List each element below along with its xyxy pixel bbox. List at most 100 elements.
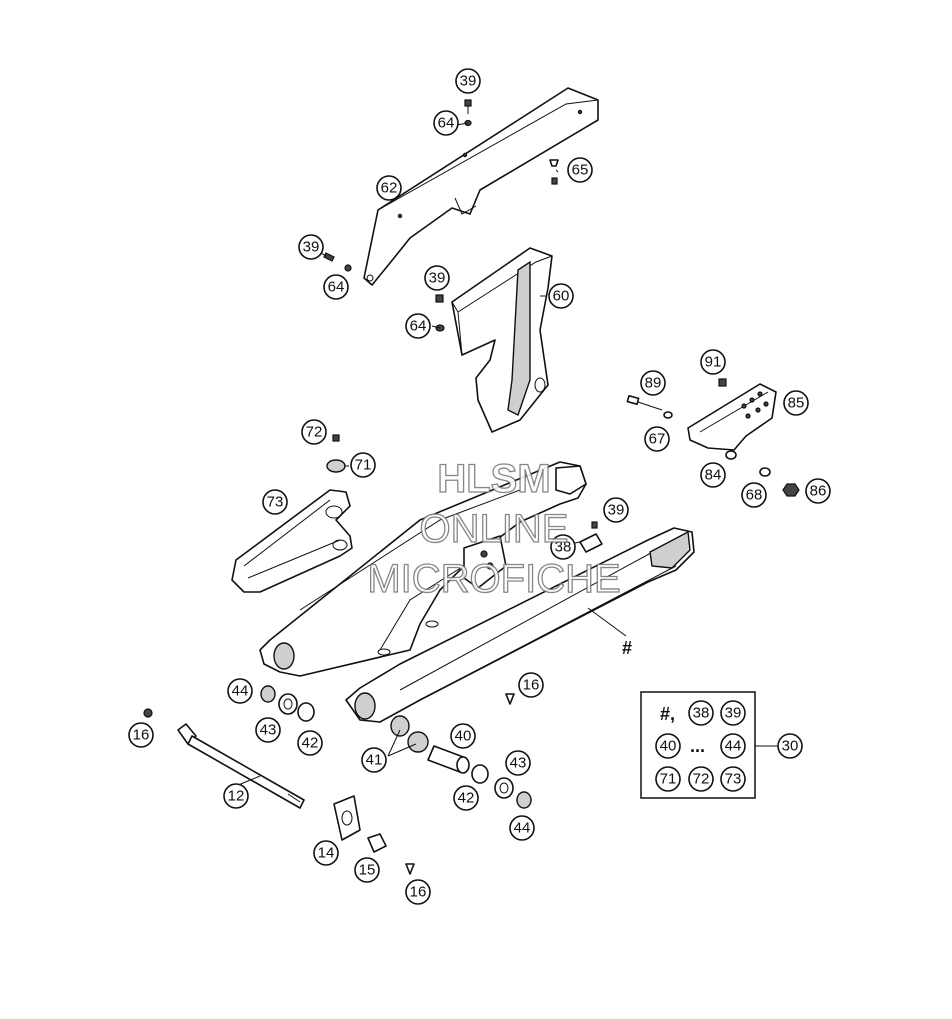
callout-label: 14	[318, 845, 335, 862]
callout-label: 12	[228, 788, 245, 805]
legend-item-71: 71	[655, 766, 681, 792]
watermark-line-1: HLSM	[437, 457, 550, 501]
callout-label: 84	[705, 467, 722, 484]
callout-label: 65	[572, 162, 589, 179]
callout-85: 85	[783, 390, 809, 416]
callout-label: 91	[705, 354, 722, 371]
grease-nipple-16-left	[143, 708, 153, 718]
watermark-line-3: MICROFICHE	[367, 557, 620, 601]
bolt-39-top	[464, 99, 472, 114]
washer-64-left	[344, 264, 352, 272]
callout-43: 43	[505, 750, 531, 776]
callout-60: 60	[548, 283, 574, 309]
legend-item-72: 72	[688, 766, 714, 792]
callout-42: 42	[453, 785, 479, 811]
chain-slider-73	[231, 489, 353, 593]
callout-89: 89	[640, 370, 666, 396]
bearing-43-left	[278, 693, 298, 715]
swingarm-main	[259, 461, 695, 723]
callout-label: 39	[460, 73, 477, 90]
callout-label: 39	[608, 502, 625, 519]
svg-text:30: 30	[782, 738, 799, 755]
callout-16: 16	[128, 722, 154, 748]
seal-44-left	[260, 685, 276, 703]
callout-38: 38	[550, 534, 576, 560]
callout-label: 62	[381, 180, 398, 197]
screw-91	[718, 378, 727, 387]
callout-12: 12	[223, 783, 249, 809]
callout-label: 60	[553, 288, 570, 305]
callout-label: 39	[429, 270, 446, 287]
legend-item-label: 40	[660, 738, 677, 755]
nut-86	[782, 483, 800, 497]
legend-item-label: 73	[725, 771, 742, 788]
callout-39: 39	[424, 265, 450, 291]
callout-label: 16	[133, 727, 150, 744]
callout-label: 85	[788, 395, 805, 412]
callout-label: 42	[302, 735, 319, 752]
callout-73: 73	[262, 489, 288, 515]
callout-65: 65	[567, 157, 593, 183]
legend-item-label: 44	[725, 738, 742, 755]
legend-item-39: 39	[720, 700, 746, 726]
legend-item-label: 38	[693, 705, 710, 722]
callout-label: 44	[232, 683, 249, 700]
callout-label: 15	[359, 862, 376, 879]
callout-label: 44	[514, 820, 531, 837]
washer-42-left	[297, 702, 315, 722]
legend-item-73: 73	[720, 766, 746, 792]
sleeve-40	[427, 745, 470, 774]
callout-16: 16	[405, 879, 431, 905]
callout-15: 15	[354, 857, 380, 883]
callout-30: 30	[777, 733, 803, 759]
legend-hash-symbol: #,	[660, 704, 675, 724]
callout-label: 64	[328, 279, 345, 296]
callout-label: 40	[455, 728, 472, 745]
callout-label: 89	[645, 375, 662, 392]
callout-41: 41	[361, 747, 387, 773]
callout-67: 67	[644, 426, 670, 452]
callout-39: 39	[603, 497, 629, 523]
callout-label: 16	[523, 677, 540, 694]
callout-16: 16	[518, 672, 544, 698]
bolt-39-left	[323, 252, 335, 262]
chain-guide-bracket-85	[687, 383, 777, 451]
callout-91: 91	[700, 349, 726, 375]
legend-items: 38 39 40 44 71 72 73	[655, 700, 746, 792]
callout-39: 39	[298, 234, 324, 260]
callout-42: 42	[297, 730, 323, 756]
callout-label: 39	[303, 239, 320, 256]
callout-86: 86	[805, 478, 831, 504]
bolt-39-mid	[435, 294, 444, 303]
callout-label: 68	[746, 487, 763, 504]
bushing-41-a	[390, 715, 410, 737]
bushing-71	[326, 459, 346, 473]
callout-label: 43	[260, 722, 277, 739]
callout-40: 40	[450, 723, 476, 749]
legend-item-label: 71	[660, 771, 677, 788]
callout-64: 64	[323, 274, 349, 300]
callout-64: 64	[405, 313, 431, 339]
screw-72	[332, 434, 340, 442]
legend-item-44: 44	[720, 733, 746, 759]
washer-67	[663, 411, 673, 419]
legend-ellipsis: ...	[690, 736, 705, 756]
legend-item-label: 72	[693, 771, 710, 788]
legend-item-label: 39	[725, 705, 742, 722]
washer-68	[759, 467, 771, 477]
callout-label: 67	[649, 431, 666, 448]
legend-item-40: 40	[655, 733, 681, 759]
callout-label: 43	[510, 755, 527, 772]
callout-64: 64	[433, 110, 459, 136]
bolt-89	[626, 395, 663, 411]
part-callouts: 39 64 65 62 39 64 39 60 64 91 89 85 67 72 71 84 68 86 73 39…	[128, 68, 831, 905]
callout-label: 41	[366, 752, 383, 769]
callout-label: 71	[355, 457, 372, 474]
grease-nipple-16-bottom	[405, 863, 415, 875]
callout-label: 86	[810, 483, 827, 500]
watermark-line-2: ONLINE	[420, 507, 569, 551]
callout-62: 62	[376, 175, 402, 201]
seal-44-right	[516, 791, 532, 809]
callout-label: 42	[458, 790, 475, 807]
